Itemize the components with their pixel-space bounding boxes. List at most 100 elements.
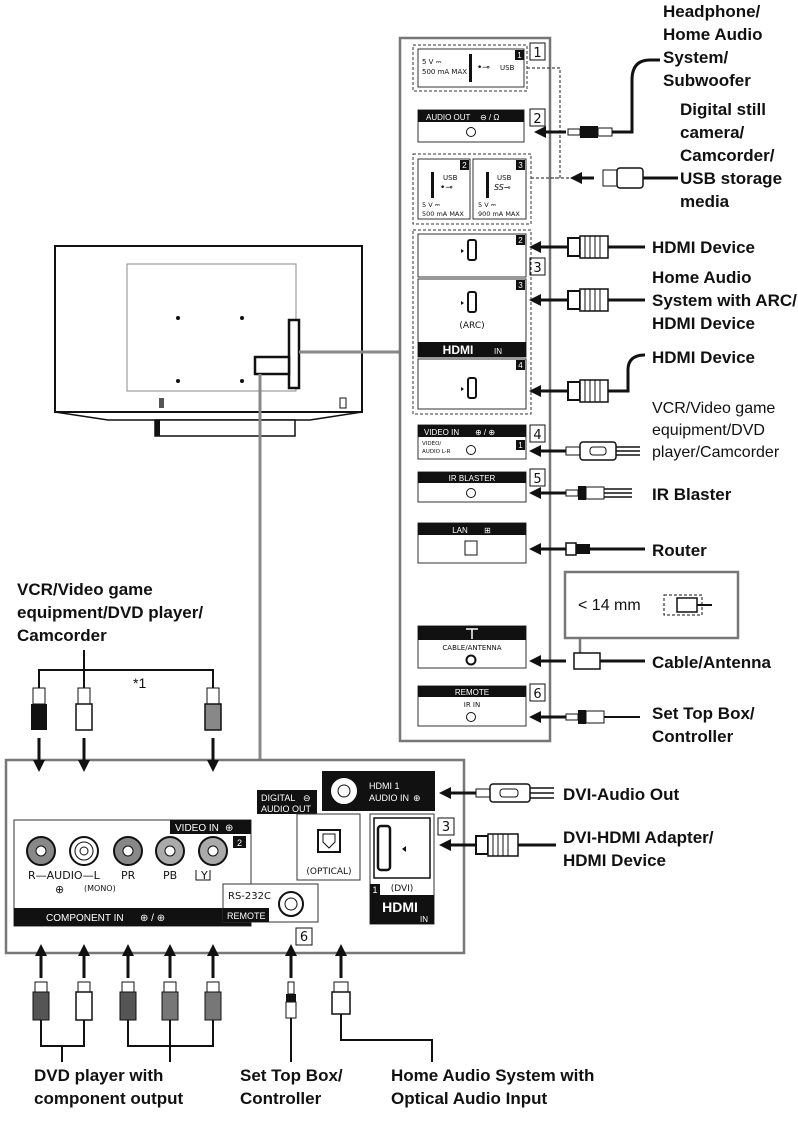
panel-numbers: 1 2 3 4 5 6 bbox=[529, 42, 546, 702]
usb-port-1: 5 V ⎓ 500 mA MAX •⊸ USB 1 bbox=[412, 44, 528, 92]
svg-text:HDMI: HDMI bbox=[382, 899, 418, 915]
svg-text:VIDEO/: VIDEO/ bbox=[422, 441, 441, 447]
svg-text:REMOTE: REMOTE bbox=[455, 688, 489, 697]
audio-out-port: AUDIO OUT ⊖ / Ω bbox=[417, 109, 525, 143]
svg-text:VIDEO IN: VIDEO IN bbox=[424, 428, 459, 437]
label-ir-blaster: IR Blaster bbox=[652, 485, 732, 504]
svg-text:SS⊸: SS⊸ bbox=[494, 183, 511, 192]
svg-text:1: 1 bbox=[372, 885, 377, 895]
svg-text:USB: USB bbox=[443, 174, 458, 182]
label-hdmi-device-2: HDMI Device bbox=[652, 238, 755, 257]
label-headphone: Headphone/ Home Audio System/ Subwoofer bbox=[663, 2, 763, 90]
bottom-right-connectors bbox=[439, 783, 556, 857]
svg-text:5 V ⎓: 5 V ⎓ bbox=[422, 201, 440, 209]
svg-text:2: 2 bbox=[237, 838, 242, 848]
svg-text:IN: IN bbox=[420, 915, 428, 924]
label-set-top-box-bottom: Set Top Box/ Controller bbox=[240, 1066, 343, 1108]
svg-text:6: 6 bbox=[533, 687, 541, 702]
svg-text:3: 3 bbox=[518, 281, 523, 290]
svg-text:900 mA MAX: 900 mA MAX bbox=[478, 210, 520, 218]
svg-text:R—AUDIO—L: R—AUDIO—L bbox=[28, 869, 101, 882]
svg-text:(DVI): (DVI) bbox=[391, 884, 414, 894]
label-home-audio-arc: Home Audio System with ARC/ HDMI Device bbox=[652, 268, 797, 333]
svg-text:6: 6 bbox=[300, 930, 308, 945]
side-connectors: < 14 mm bbox=[529, 58, 740, 724]
svg-text:500 mA MAX: 500 mA MAX bbox=[422, 68, 467, 76]
svg-text:AUDIO OUT: AUDIO OUT bbox=[426, 113, 471, 122]
svg-text:Y: Y bbox=[200, 869, 208, 882]
usb-port-2-3: 2 USB •⊸ 5 V ⎓ 500 mA MAX 3 USB SS⊸ 5 V … bbox=[412, 153, 532, 225]
svg-text:VIDEO IN: VIDEO IN bbox=[175, 823, 219, 834]
svg-text:(OPTICAL): (OPTICAL) bbox=[306, 867, 351, 877]
svg-text:4: 4 bbox=[533, 428, 541, 443]
svg-text:•⊸: •⊸ bbox=[440, 183, 453, 193]
svg-text:500 mA MAX: 500 mA MAX bbox=[422, 210, 464, 218]
label-set-top-box-side: Set Top Box/ Controller bbox=[652, 704, 755, 746]
svg-text:5 V ⎓: 5 V ⎓ bbox=[478, 201, 496, 209]
svg-text:PB: PB bbox=[163, 869, 177, 882]
svg-text:LAN: LAN bbox=[452, 526, 468, 535]
svg-text:HDMI: HDMI bbox=[443, 343, 474, 357]
svg-text:2: 2 bbox=[518, 236, 523, 245]
lan-port: LAN ⊞ bbox=[417, 522, 527, 564]
label-hdmi-device-4: HDMI Device bbox=[652, 348, 755, 367]
svg-text:•⊸: •⊸ bbox=[477, 63, 490, 73]
bottom-panel: VIDEO IN ⊕ 2 R—AUDIO—L (MONO) ⊕ PR PB Y … bbox=[4, 758, 466, 955]
svg-text:(MONO): (MONO) bbox=[84, 884, 116, 893]
svg-text:REMOTE: REMOTE bbox=[227, 911, 266, 921]
svg-text:⊕: ⊕ bbox=[55, 883, 64, 896]
bottom-plugs bbox=[32, 944, 433, 1062]
svg-text:AUDIO IN: AUDIO IN bbox=[369, 793, 409, 803]
svg-text:2: 2 bbox=[533, 112, 541, 127]
svg-text:⊕ / ⊕: ⊕ / ⊕ bbox=[475, 428, 495, 437]
svg-text:CABLE/ANTENNA: CABLE/ANTENNA bbox=[442, 644, 501, 652]
svg-text:2: 2 bbox=[462, 161, 467, 170]
svg-text:⊖ / Ω: ⊖ / Ω bbox=[480, 113, 499, 122]
svg-text:USB: USB bbox=[497, 174, 512, 182]
svg-text:3: 3 bbox=[533, 261, 541, 276]
svg-text:AUDIO OUT: AUDIO OUT bbox=[261, 804, 312, 814]
svg-text:5 V ⎓: 5 V ⎓ bbox=[422, 58, 442, 66]
svg-text:4: 4 bbox=[518, 361, 523, 370]
svg-text:1: 1 bbox=[517, 51, 522, 60]
svg-text:⊞: ⊞ bbox=[484, 526, 491, 535]
label-usb-devices: Digital still camera/ Camcorder/ USB sto… bbox=[680, 100, 783, 211]
label-dvi-hdmi-adapter: DVI-HDMI Adapter/ HDMI Device bbox=[563, 828, 714, 870]
label-router: Router bbox=[652, 541, 707, 560]
hdmi-ports-2-3-4: 2 3 (ARC) HDMI IN 4 bbox=[412, 229, 532, 415]
video-in-port: VIDEO IN ⊕ / ⊕ VIDEO/ AUDIO L-R 1 bbox=[417, 424, 527, 460]
svg-text:USB: USB bbox=[500, 64, 515, 72]
svg-text:⊕: ⊕ bbox=[413, 793, 421, 803]
tv-rear-view bbox=[54, 245, 400, 760]
label-dvd-player: DVD player with component output bbox=[34, 1066, 184, 1108]
label-dvi-audio-out: DVI-Audio Out bbox=[563, 785, 680, 804]
svg-text:(ARC): (ARC) bbox=[459, 321, 484, 331]
svg-text:IR IN: IR IN bbox=[464, 701, 480, 709]
svg-text:5: 5 bbox=[533, 472, 541, 487]
label-vcr-top: VCR/Video game equipment/DVD player/ Cam… bbox=[17, 580, 204, 645]
svg-text:AUDIO L-R: AUDIO L-R bbox=[422, 449, 451, 455]
svg-text:1: 1 bbox=[518, 441, 523, 450]
svg-text:DIGITAL: DIGITAL bbox=[261, 793, 295, 803]
cable-antenna-port: CABLE/ANTENNA bbox=[417, 625, 527, 669]
remote-port: REMOTE IR IN bbox=[417, 685, 527, 727]
svg-text:⊕: ⊕ bbox=[225, 823, 233, 834]
footnote-marker: *1 bbox=[133, 675, 147, 691]
svg-text:3: 3 bbox=[442, 820, 450, 835]
svg-text:IR BLASTER: IR BLASTER bbox=[449, 474, 496, 483]
svg-text:PR: PR bbox=[121, 869, 136, 882]
label-video-devices: VCR/Video game equipment/DVD player/Camc… bbox=[652, 400, 780, 461]
ir-blaster-port: IR BLASTER bbox=[417, 471, 527, 503]
label-optical-audio: Home Audio System with Optical Audio Inp… bbox=[391, 1066, 595, 1108]
svg-text:⊖: ⊖ bbox=[303, 793, 311, 803]
svg-text:IN: IN bbox=[494, 347, 502, 356]
side-panel: 1 2 3 4 5 6 5 V ⎓ 500 mA MAX •⊸ USB 1 bbox=[398, 36, 552, 743]
svg-text:3: 3 bbox=[518, 161, 523, 170]
svg-text:RS-232C: RS-232C bbox=[228, 891, 271, 902]
top-rca-cables bbox=[31, 650, 222, 772]
svg-text:⊕ / ⊕: ⊕ / ⊕ bbox=[140, 913, 165, 924]
svg-text:1: 1 bbox=[533, 46, 541, 61]
svg-text:COMPONENT IN: COMPONENT IN bbox=[46, 913, 124, 924]
svg-text:< 14 mm: < 14 mm bbox=[578, 597, 641, 614]
